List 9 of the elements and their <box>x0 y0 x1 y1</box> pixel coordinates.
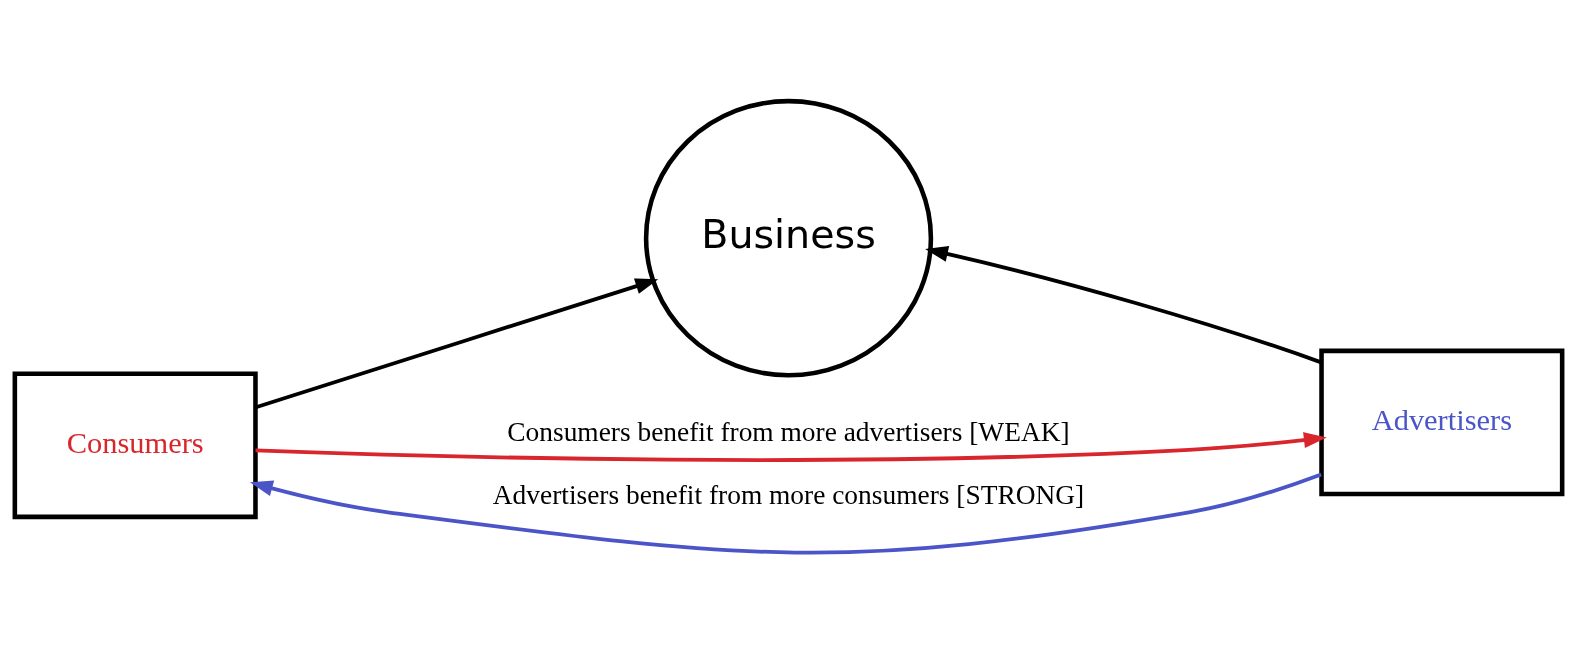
node-box: Consumers <box>12 371 258 520</box>
arrow <box>255 432 1327 462</box>
edge-label: Advertisers benefit from more consumers [STRONG] <box>492 479 1085 510</box>
arrow <box>255 278 659 410</box>
node-box: Advertisers <box>1319 348 1565 497</box>
edge-label: Consumers benefit from more advertisers [WEAK] <box>507 417 1070 448</box>
arrow <box>925 246 1322 365</box>
node-circle: Business <box>643 98 934 378</box>
arrow <box>249 472 1322 555</box>
